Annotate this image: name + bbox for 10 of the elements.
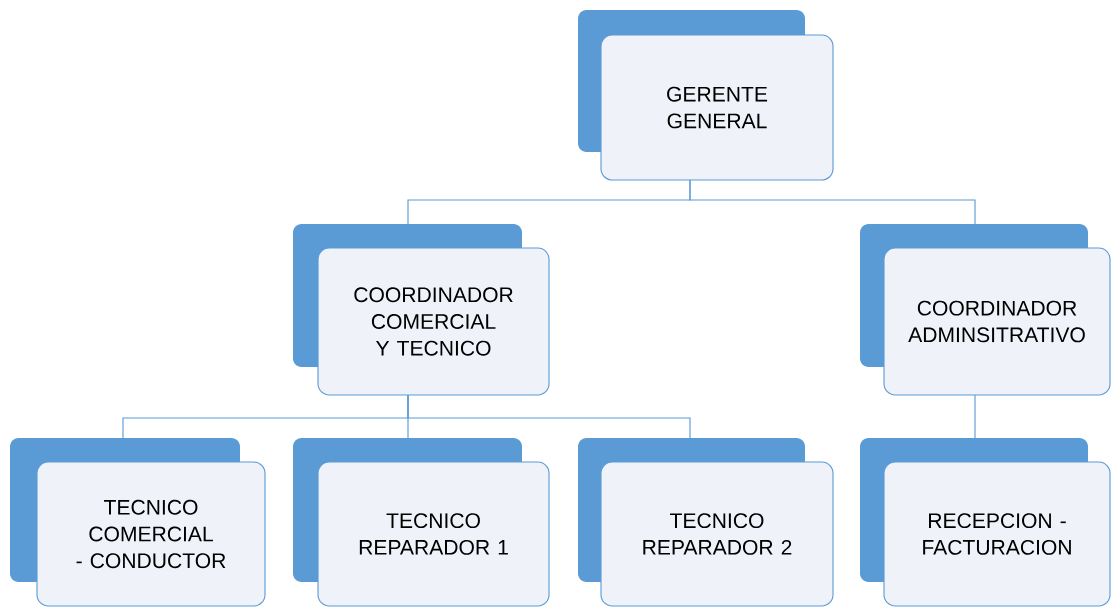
org-box: COORDINADOR ADMINSITRATIVO [860, 224, 1111, 396]
org-box: GERENTE GENERAL [578, 10, 834, 181]
org-box: TECNICO COMERCIAL - CONDUCTOR [10, 438, 266, 607]
org-box: RECEPCION - FACTURACION [860, 438, 1111, 607]
org-box: TECNICO REPARADOR 1 [293, 438, 550, 607]
org-box: COORDINADOR COMERCIAL Y TECNICO [293, 224, 550, 396]
org-box: TECNICO REPARADOR 2 [578, 438, 834, 607]
connector-line [689, 179, 976, 225]
connector-line [974, 394, 976, 439]
connector-line [407, 394, 691, 439]
